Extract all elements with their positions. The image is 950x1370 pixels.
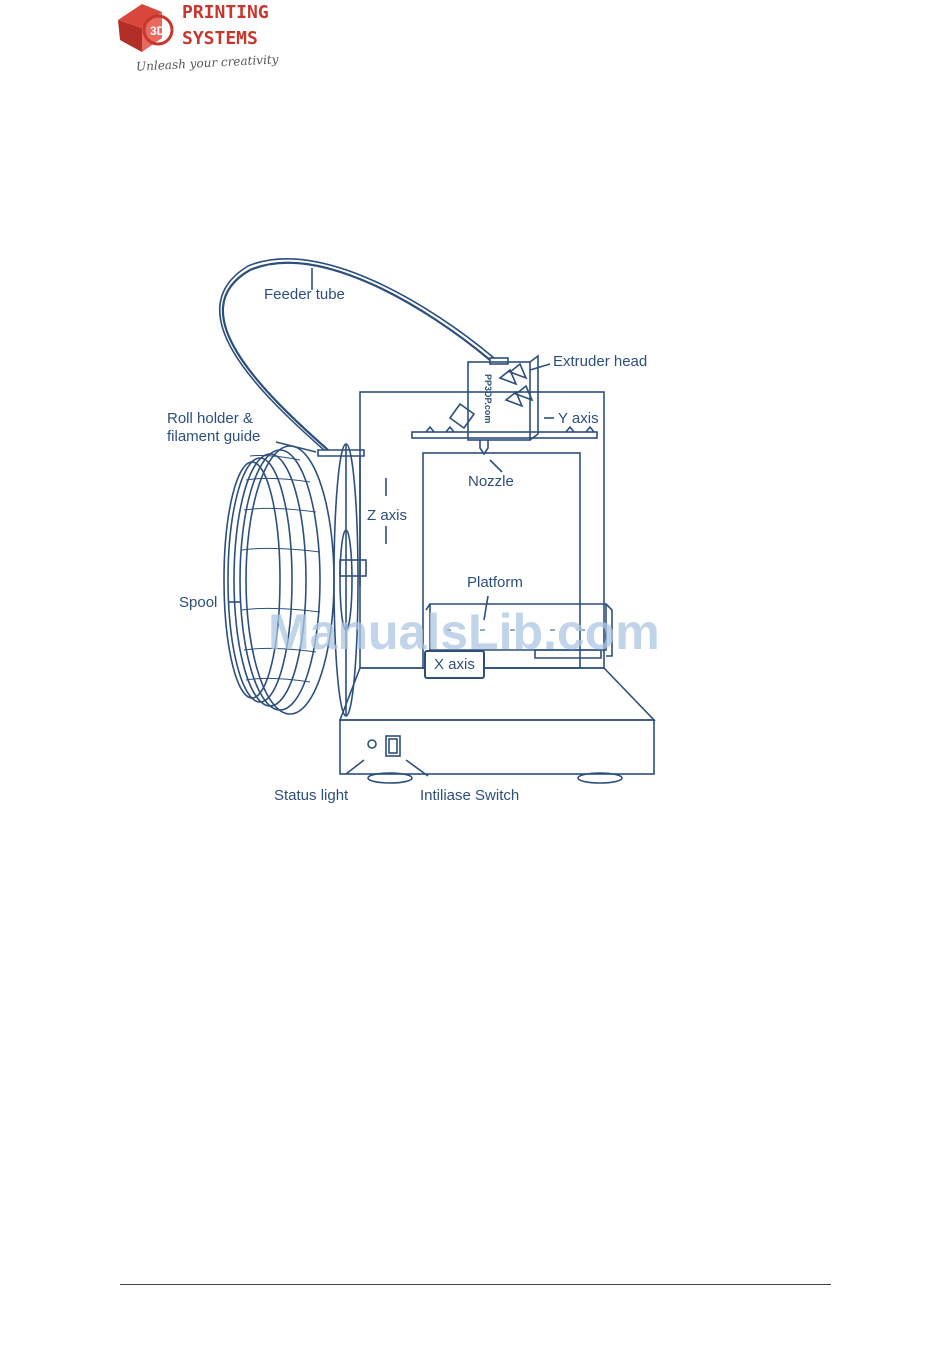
- label-initialise-switch: Intiliase Switch: [420, 787, 519, 805]
- label-extruder-head: Extruder head: [553, 353, 647, 371]
- watermark: ManualsLib.com: [268, 603, 660, 661]
- printer-illustration: PP3DP.com: [150, 250, 680, 820]
- company-logo: 3D PRINTING SYSTEMS Unleash your creativ…: [112, 0, 282, 80]
- label-nozzle: Nozzle: [468, 473, 514, 491]
- logo-line2: SYSTEMS: [182, 28, 258, 49]
- printer-diagram: PP3DP.com Feeder tube Extruder head Y ax…: [150, 250, 680, 820]
- logo-badge-text: 3D: [150, 24, 166, 38]
- label-spool: Spool: [179, 594, 217, 612]
- footer-divider: [120, 1284, 831, 1285]
- label-z-axis: Z axis: [367, 507, 407, 525]
- label-roll-holder: Roll holder & filament guide: [167, 410, 260, 446]
- label-platform: Platform: [467, 574, 523, 592]
- logo-mark-icon: 3D: [112, 0, 182, 56]
- label-status-light: Status light: [274, 787, 348, 805]
- label-y-axis: Y axis: [558, 410, 599, 428]
- extruder-head-brand-text: PP3DP.com: [483, 374, 493, 423]
- label-feeder-tube: Feeder tube: [264, 286, 345, 304]
- logo-line1: PRINTING: [182, 2, 269, 23]
